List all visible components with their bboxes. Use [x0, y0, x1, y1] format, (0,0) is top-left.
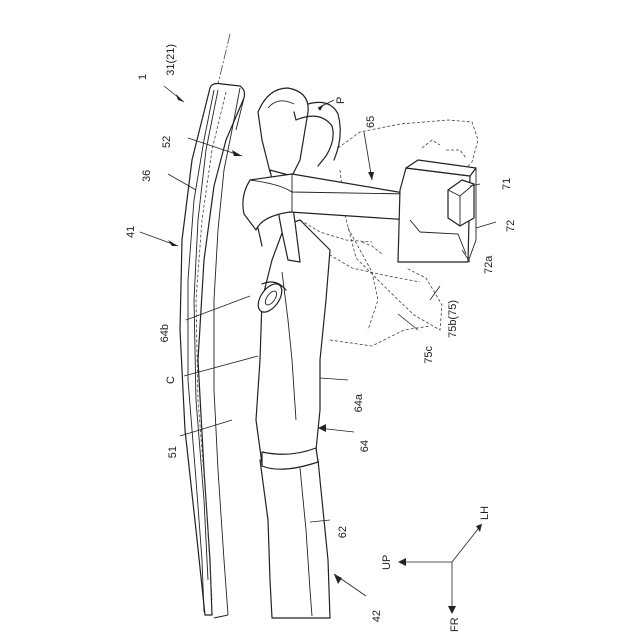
label-p: P [335, 97, 347, 104]
frame-41 [180, 84, 245, 619]
label-c: C [165, 376, 177, 384]
label-41: 41 [125, 226, 137, 238]
label-51: 51 [167, 446, 179, 458]
label-52: 52 [161, 136, 173, 148]
label-72a: 72a [483, 255, 495, 274]
label-65: 65 [365, 116, 377, 128]
block-72 [398, 160, 476, 262]
clamp-65 [243, 174, 410, 246]
axis-label-lh: LH [479, 506, 491, 520]
label-64b: 64b [159, 324, 171, 342]
label-72: 72 [505, 220, 517, 232]
label-62: 62 [337, 526, 349, 538]
axis-label-up: UP [381, 555, 393, 570]
orientation-axes: LH UP FR [381, 506, 491, 632]
label-31-21: 31(21) [165, 44, 177, 76]
label-1: 1 [137, 74, 149, 80]
label-36: 36 [141, 170, 153, 182]
label-75b: 75b(75) [447, 300, 459, 338]
label-71: 71 [501, 178, 513, 190]
pipe-42 [260, 460, 330, 618]
label-64: 64 [359, 440, 371, 452]
label-64a: 64a [353, 393, 365, 412]
label-75c: 75c [423, 346, 435, 364]
label-42: 42 [371, 610, 383, 622]
axis-label-fr: FR [449, 617, 461, 632]
